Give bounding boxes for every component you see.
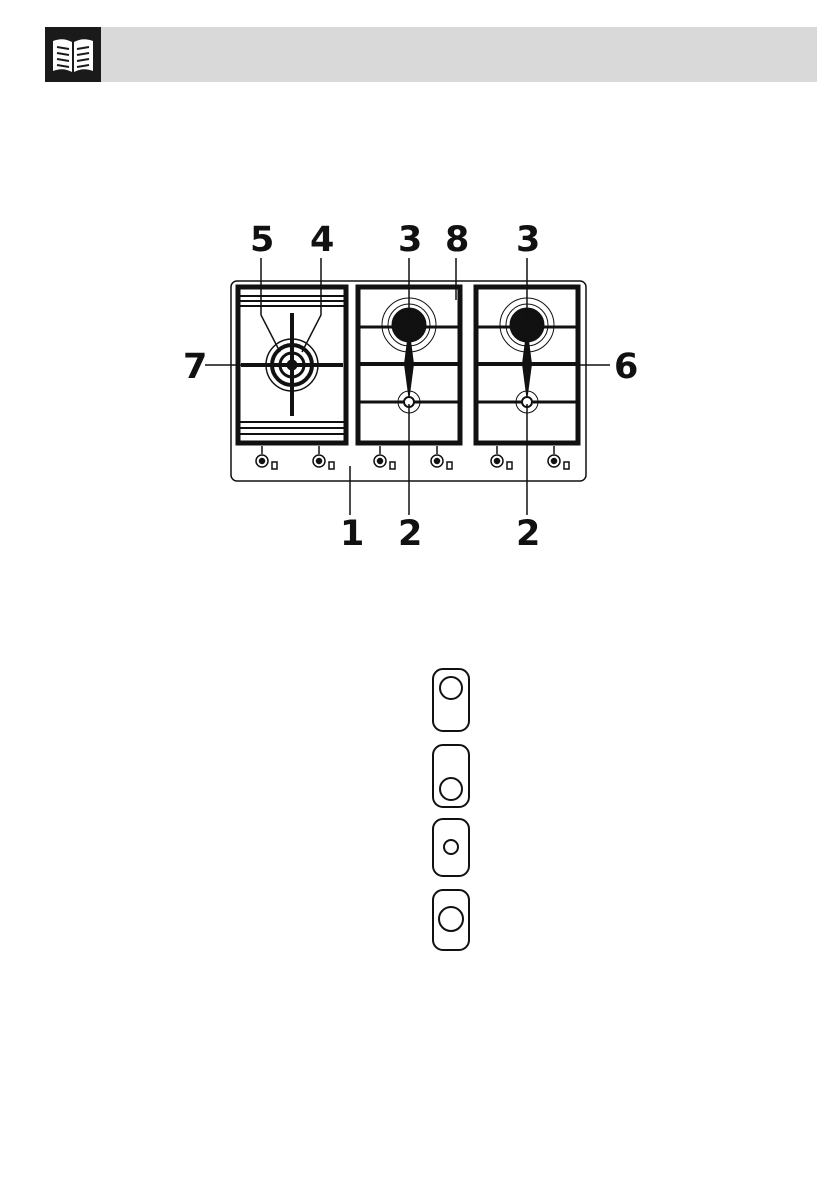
callout-6: 6 (614, 347, 638, 387)
top-position-symbol (433, 669, 469, 731)
large-center-symbol (433, 890, 469, 950)
bottom-position-symbol (433, 745, 469, 807)
callout-3-right: 3 (516, 220, 540, 260)
control-symbols (433, 669, 469, 950)
callout-3-center: 3 (398, 220, 422, 260)
small-center-symbol (433, 819, 469, 876)
callout-2-right: 2 (516, 514, 540, 554)
callout-8: 8 (445, 220, 469, 260)
callout-4: 4 (310, 220, 334, 260)
callout-7: 7 (183, 347, 207, 387)
callout-5: 5 (250, 220, 274, 260)
callout-2-center: 2 (398, 514, 422, 554)
callout-1: 1 (340, 514, 364, 554)
